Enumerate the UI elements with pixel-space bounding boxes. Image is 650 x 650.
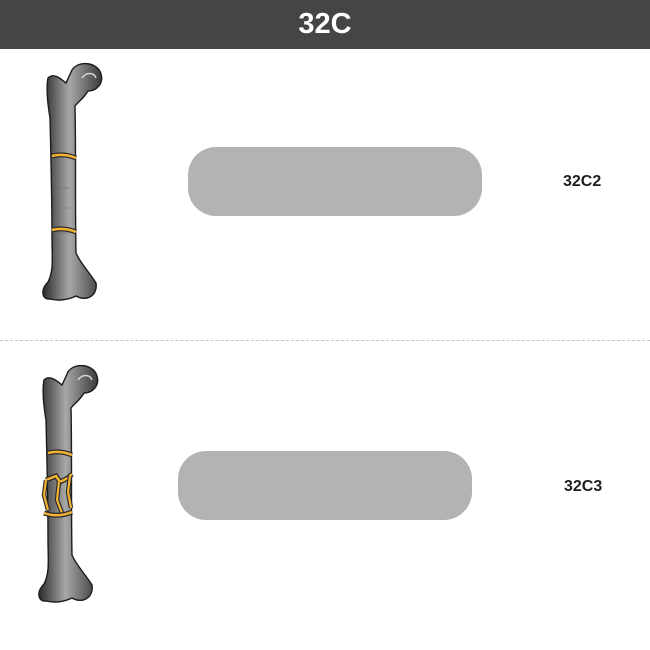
page-title: 32C: [298, 8, 352, 40]
fracture-line: [51, 153, 77, 160]
femur-segmental-fracture-icon: [42, 63, 103, 301]
fracture-line: [43, 510, 73, 517]
answer-pill[interactable]: [188, 147, 482, 216]
fracture-code-label: 32C3: [564, 478, 603, 495]
row-divider: [0, 340, 650, 341]
answer-pill[interactable]: [178, 451, 472, 520]
fracture-code-label: 32C2: [563, 173, 602, 190]
fracture-line: [47, 450, 73, 457]
fracture-line: [51, 227, 77, 234]
page-header: 32C: [0, 0, 650, 49]
femur-irregular-fracture-icon: [38, 365, 99, 603]
fracture-line: [42, 475, 73, 514]
